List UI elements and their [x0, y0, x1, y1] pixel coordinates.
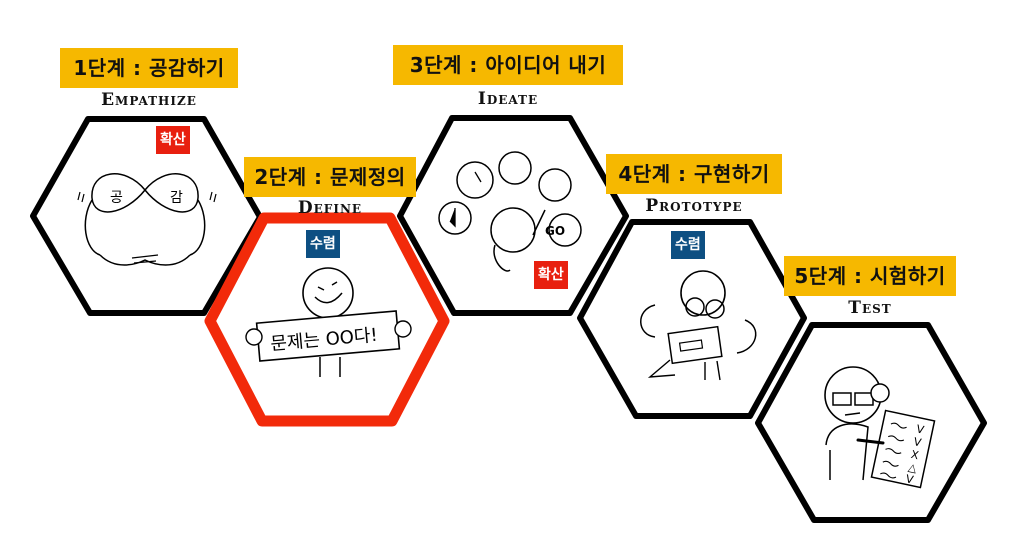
- badge-converge: 수렴: [306, 230, 340, 258]
- stage-title-test: Test: [848, 298, 892, 318]
- banner-person-icon: 문제는 OO다!: [245, 267, 412, 377]
- empathy-char-1: 공: [110, 190, 123, 206]
- illustration-test: V V X △ V: [808, 355, 948, 495]
- handshake-icon: 공 감: [77, 173, 217, 266]
- illustration-empathize: 공 감: [70, 160, 220, 280]
- builder-goggles-icon: [640, 270, 757, 381]
- badge-converge: 수렴: [671, 231, 705, 259]
- step-label-1: 1단계 : 공감하기: [60, 48, 238, 88]
- empathy-char-2: 감: [170, 190, 183, 206]
- stage-title-ideate: Ideate: [477, 89, 539, 109]
- triangle-mark: △: [907, 461, 919, 476]
- step-label-2: 2단계 : 문제정의: [244, 157, 416, 197]
- idea-bubbles-icon: GO: [438, 151, 582, 272]
- tester-checklist-icon: V V X △ V: [824, 366, 936, 489]
- step-label-4: 4단계 : 구현하기: [606, 154, 782, 194]
- check-mark-2: V: [912, 435, 923, 449]
- badge-diverge: 확산: [534, 261, 568, 289]
- illustration-ideate: GO: [435, 150, 585, 280]
- illustration-prototype: [625, 265, 765, 390]
- x-mark: X: [910, 448, 921, 462]
- go-text: GO: [545, 224, 565, 238]
- stage-title-empathize: Empathize: [101, 90, 197, 110]
- badge-diverge: 확산: [156, 126, 190, 154]
- check-mark-3: V: [905, 472, 916, 486]
- illustration-define: 문제는 OO다!: [240, 265, 420, 380]
- stage-title-prototype: Prototype: [645, 196, 743, 216]
- check-mark-1: V: [915, 423, 926, 437]
- step-label-3: 3단계 : 아이디어 내기: [393, 45, 623, 85]
- stage-title-define: Define: [297, 198, 363, 218]
- step-label-5: 5단계 : 시험하기: [784, 256, 956, 296]
